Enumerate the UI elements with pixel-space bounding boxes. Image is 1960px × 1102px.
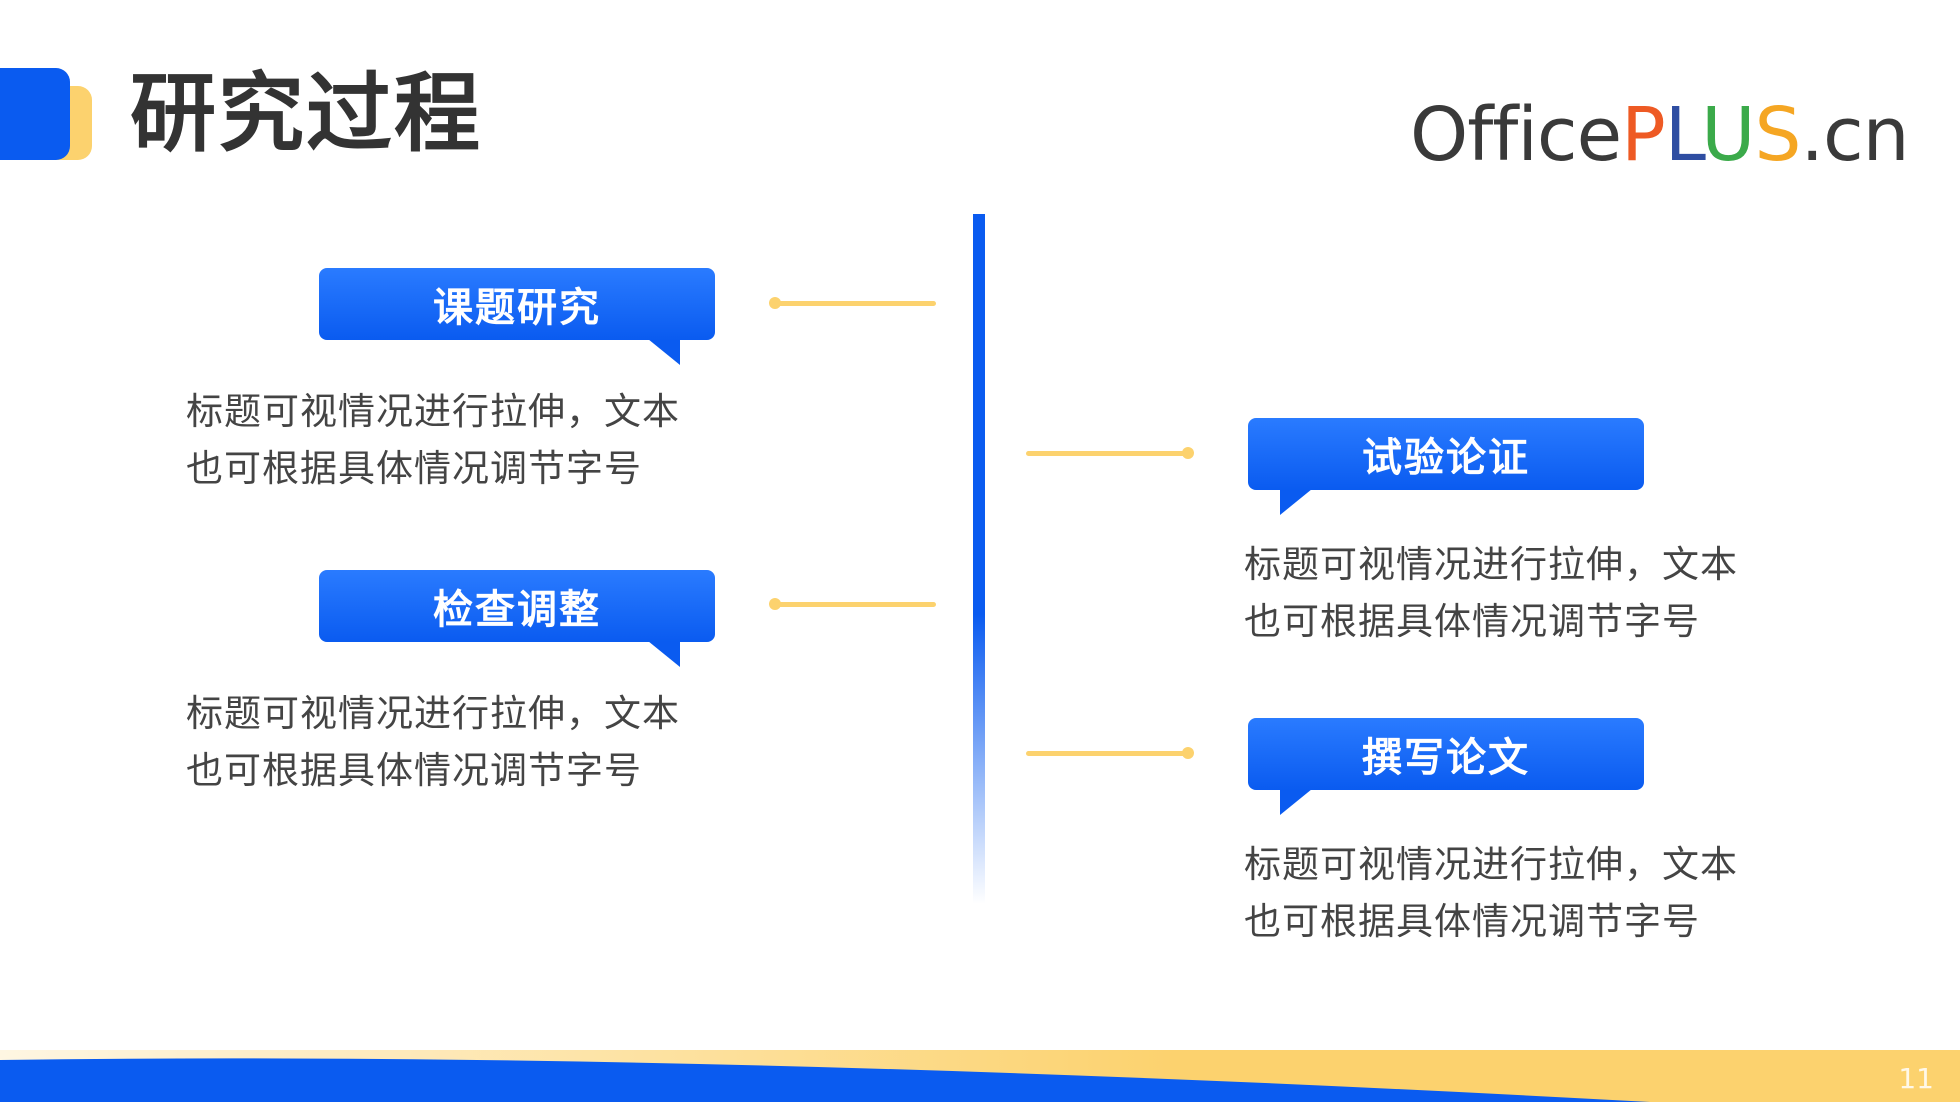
- footer-wave: [0, 1050, 1960, 1102]
- step-4-description-line-1: 标题可视情况进行拉伸，文本: [1244, 843, 1738, 886]
- step-1-title: 课题研究: [319, 268, 715, 340]
- step-1-bubble-tail: [648, 339, 680, 365]
- connector-line: [1026, 751, 1186, 756]
- connector-dot: [1182, 447, 1194, 459]
- connector-dot: [1182, 747, 1194, 759]
- connector-line: [775, 301, 936, 306]
- footer-band: [0, 1050, 1960, 1102]
- step-2-bubble-tail: [648, 641, 680, 667]
- timeline-axis: [973, 214, 985, 904]
- step-4-bubble-tail: [1280, 789, 1312, 815]
- step-2-title: 检查调整: [319, 570, 715, 642]
- page-title: 研究过程: [130, 64, 482, 164]
- step-1-description-line-1: 标题可视情况进行拉伸，文本: [186, 390, 680, 433]
- logo-letter-s: S: [1754, 92, 1801, 178]
- step-3-description-line-1: 标题可视情况进行拉伸，文本: [1244, 543, 1738, 586]
- step-1-description: 标题可视情况进行拉伸，文本 也可根据具体情况调节字号: [186, 383, 726, 497]
- connector-line: [1026, 451, 1186, 456]
- step-4-description-line-2: 也可根据具体情况调节字号: [1244, 900, 1700, 943]
- step-4-title: 撰写论文: [1248, 718, 1644, 790]
- step-2-description: 标题可视情况进行拉伸，文本 也可根据具体情况调节字号: [186, 685, 726, 799]
- officeplus-logo: OfficePLUS.cn: [1410, 92, 1910, 178]
- page-number: 11: [1898, 1062, 1934, 1095]
- connector-line: [775, 602, 936, 607]
- step-4-description: 标题可视情况进行拉伸，文本 也可根据具体情况调节字号: [1244, 836, 1784, 950]
- logo-suffix: .cn: [1800, 92, 1909, 178]
- step-2-description-line-2: 也可根据具体情况调节字号: [186, 749, 642, 792]
- logo-letter-l: L: [1664, 92, 1703, 178]
- step-1-description-line-2: 也可根据具体情况调节字号: [186, 447, 642, 490]
- step-3-title: 试验论证: [1248, 418, 1644, 490]
- logo-letter-u: U: [1701, 92, 1755, 178]
- logo-letter-p: P: [1621, 92, 1666, 178]
- logo-office-text: Office: [1410, 92, 1622, 178]
- step-3-bubble-tail: [1280, 489, 1312, 515]
- step-3-description: 标题可视情况进行拉伸，文本 也可根据具体情况调节字号: [1244, 536, 1784, 650]
- step-2-description-line-1: 标题可视情况进行拉伸，文本: [186, 692, 680, 735]
- step-3-description-line-2: 也可根据具体情况调节字号: [1244, 600, 1700, 643]
- title-accent-blue: [0, 68, 70, 160]
